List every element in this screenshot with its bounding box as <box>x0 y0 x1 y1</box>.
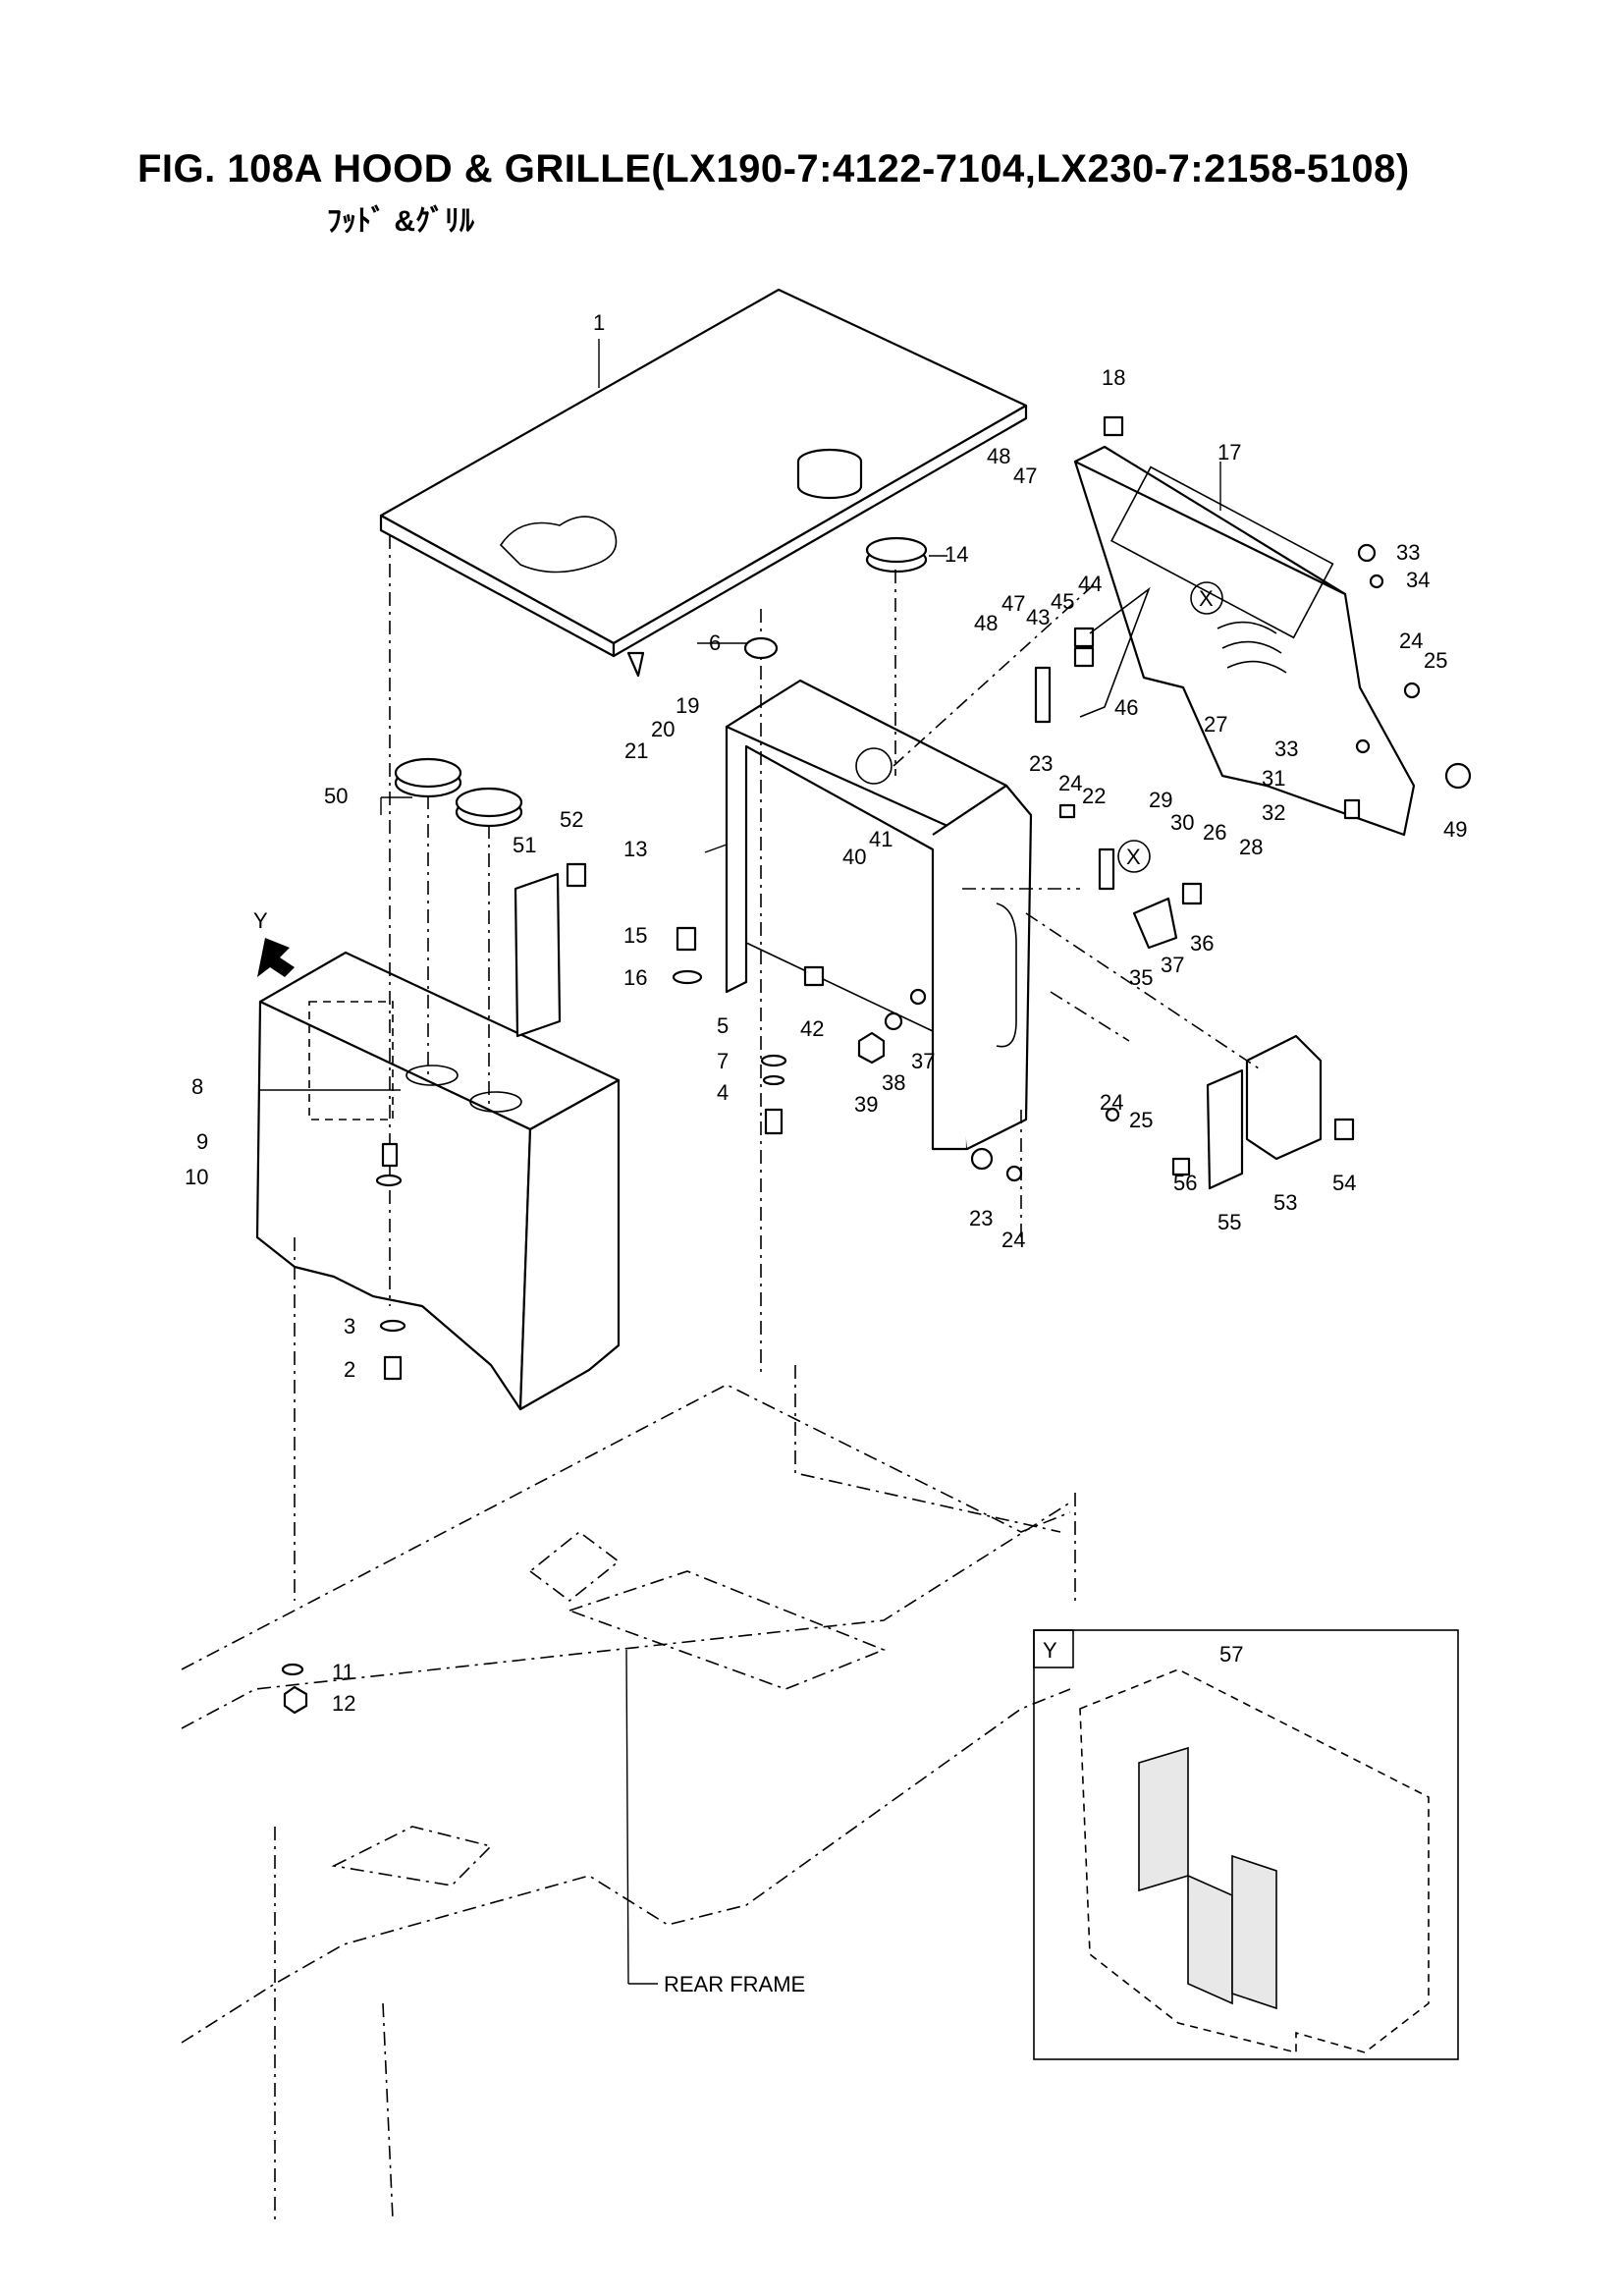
callout-23a: 23 <box>1029 751 1053 776</box>
hood-top-panel <box>379 288 1028 678</box>
box-53 <box>1245 1034 1323 1161</box>
callout-55: 55 <box>1217 1210 1241 1234</box>
callout-52: 52 <box>560 807 583 832</box>
callout-31: 31 <box>1262 766 1285 791</box>
callout-1: 1 <box>593 310 605 335</box>
callout-10: 10 <box>185 1165 208 1189</box>
callout-13: 13 <box>623 837 647 861</box>
view-y-inset <box>1033 1629 1459 2060</box>
callout-27: 27 <box>1204 712 1227 737</box>
callout-33b: 33 <box>1274 737 1298 761</box>
callout-56: 56 <box>1173 1171 1197 1195</box>
callout-20: 20 <box>651 717 675 741</box>
side-cover <box>255 951 621 1411</box>
x-marker-circle-mid <box>1117 840 1151 873</box>
callout-40: 40 <box>842 845 866 869</box>
callout-24d: 24 <box>1399 629 1423 653</box>
callout-49: 49 <box>1443 817 1467 842</box>
callout-47b: 47 <box>1001 591 1025 616</box>
callout-6: 6 <box>709 630 721 655</box>
callout-2: 2 <box>344 1357 355 1382</box>
callout-37a: 37 <box>1161 953 1184 977</box>
callout-42: 42 <box>800 1016 824 1041</box>
callout-24b: 24 <box>1001 1228 1025 1252</box>
callout-24a: 24 <box>1058 771 1082 795</box>
callout-33a: 33 <box>1396 540 1420 565</box>
figure-subtitle: ﾌｯﾄﾞ &ｸﾞﾘﾙ <box>327 205 474 238</box>
callout-25b: 25 <box>1424 648 1447 673</box>
view-y-arrow-label: Y <box>253 908 268 933</box>
callout-39: 39 <box>854 1092 878 1117</box>
callout-41: 41 <box>869 827 893 851</box>
rear-frame <box>181 1365 1071 2220</box>
callout-4: 4 <box>717 1080 729 1105</box>
callout-21: 21 <box>624 738 648 763</box>
callout-45: 45 <box>1051 589 1074 614</box>
callout-7: 7 <box>717 1049 729 1073</box>
callout-5: 5 <box>717 1013 729 1038</box>
callout-53: 53 <box>1273 1190 1297 1215</box>
callout-37b: 37 <box>911 1049 935 1073</box>
callout-48b: 48 <box>974 611 998 635</box>
radiator-frame <box>725 679 1033 1151</box>
x-marker-mid: X <box>1126 845 1141 869</box>
plate-55 <box>1206 1068 1244 1190</box>
callout-23b: 23 <box>969 1206 993 1230</box>
callout-11: 11 <box>332 1660 354 1684</box>
x-marker-top: X <box>1199 586 1214 611</box>
callout-17: 17 <box>1217 440 1241 465</box>
callout-44: 44 <box>1078 572 1102 596</box>
plate-51 <box>514 872 562 1038</box>
callout-30: 30 <box>1170 810 1194 835</box>
callout-38: 38 <box>882 1070 905 1095</box>
callout-26: 26 <box>1203 820 1226 845</box>
callout-14: 14 <box>945 542 968 567</box>
view-y-box-label: Y <box>1043 1638 1057 1663</box>
plugs-50 <box>394 757 523 828</box>
view-y-arrow-icon <box>257 938 295 977</box>
hardware <box>281 415 1472 1715</box>
x-marker-circle-top <box>1190 581 1223 615</box>
grille <box>1073 445 1416 837</box>
callout-36: 36 <box>1190 931 1214 956</box>
callout-43: 43 <box>1026 605 1050 629</box>
callout-24c: 24 <box>1100 1090 1123 1115</box>
callout-9: 9 <box>196 1129 208 1154</box>
callout-15: 15 <box>623 923 647 948</box>
callout-numbers: 1 2 3 4 5 6 7 8 9 10 11 12 13 14 15 16 1… <box>185 310 1467 1996</box>
callout-19: 19 <box>676 693 699 718</box>
callout-28: 28 <box>1239 835 1263 859</box>
callout-29: 29 <box>1149 788 1172 812</box>
callout-12: 12 <box>332 1691 355 1716</box>
callout-8: 8 <box>191 1074 203 1099</box>
callout-47a: 47 <box>1013 464 1037 488</box>
callout-25a: 25 <box>1129 1108 1153 1132</box>
callout-3: 3 <box>344 1314 355 1339</box>
callout-22: 22 <box>1082 784 1106 808</box>
figure-title: FIG. 108A HOOD & GRILLE(LX190-7:4122-710… <box>137 147 1410 191</box>
callout-35: 35 <box>1129 965 1153 990</box>
callout-16: 16 <box>623 965 647 990</box>
callout-54: 54 <box>1332 1171 1356 1195</box>
leader-lines <box>258 339 1221 1985</box>
callout-57: 57 <box>1219 1642 1243 1667</box>
callout-46: 46 <box>1114 695 1138 720</box>
callout-48a: 48 <box>987 444 1010 468</box>
plug-14 <box>865 536 928 574</box>
rear-frame-label: REAR FRAME <box>664 1972 805 1996</box>
callout-51: 51 <box>513 833 536 857</box>
callout-50: 50 <box>324 784 348 808</box>
callout-18: 18 <box>1102 365 1125 390</box>
callout-32: 32 <box>1262 800 1285 825</box>
callout-34: 34 <box>1406 568 1430 592</box>
